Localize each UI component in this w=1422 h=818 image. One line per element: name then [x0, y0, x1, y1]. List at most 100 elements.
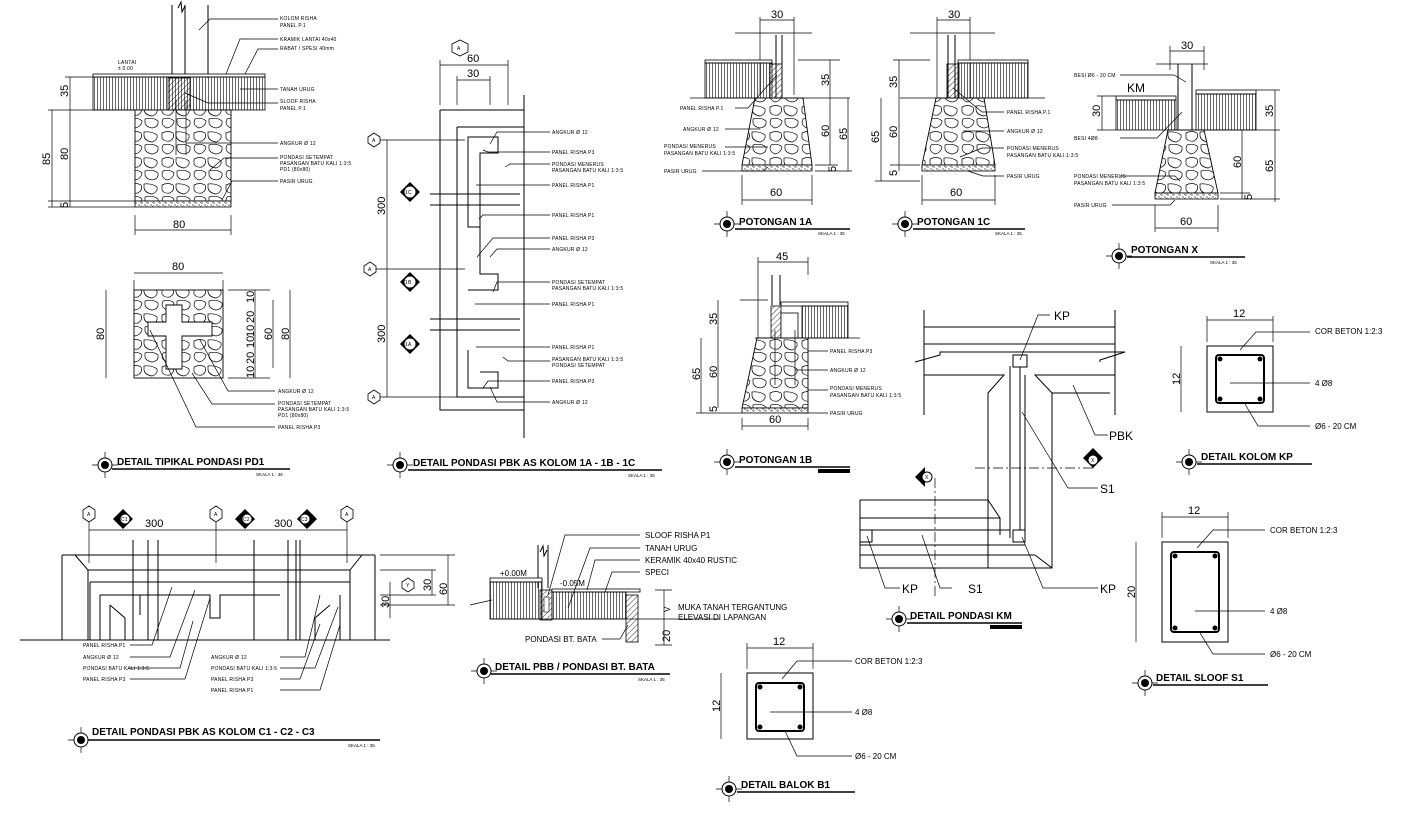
label-angkur: ANGKUR Ø 12 [280, 141, 316, 147]
dim-1b-45: 45 [776, 251, 788, 263]
title-balok-b1: DETAIL BALOK B1 [741, 780, 831, 791]
dim-kp-w: 12 [1233, 308, 1245, 320]
dim-1b-35: 35 [708, 313, 720, 325]
title-marker-icon [892, 211, 918, 237]
pd1-plan-detail: 80 80 10 20 10 10 20 10 60 80 ANGKUR Ø 1… [92, 261, 349, 478]
label-pbb-sloof: SLOOF RISHA P1 [645, 531, 711, 540]
title-marker-icon [714, 449, 740, 475]
dim-pbk-30: 30 [467, 68, 479, 80]
label-pd1-size: PD1 (80x80) [280, 167, 310, 173]
dim-1c-60w: 60 [950, 187, 962, 199]
grid-a-2: A [368, 267, 372, 273]
label-x-besi-48: BESI 4Ø8 [1074, 136, 1098, 142]
dim-1a-30: 30 [771, 9, 783, 21]
label-1a-batu: PASANGAN BATU KALI 1:3:5 [664, 151, 735, 157]
grid-c-a2: A [214, 512, 218, 518]
dim-x-60: 60 [1232, 156, 1244, 168]
section-mark-x-right: X [1091, 458, 1095, 464]
scale-pbk-1a: SKALA 1 : 35 [628, 473, 655, 478]
label-c-right-1: PONDASI BATU KALI 1:3:5 [211, 666, 277, 672]
label-pbk-11: PANEL RISHA P1 [552, 345, 595, 351]
label-kp-d6: Ø6 - 20 CM [1315, 422, 1357, 431]
label-pbk-12: PASANGAN BATU KALI 1:3:5 [552, 357, 623, 363]
label-kramik: KRAMIK LANTAI 40x40 [280, 37, 337, 43]
label-batu-kali: PASANGAN BATU KALI 1:3:5 [280, 161, 351, 167]
title-marker-icon [1176, 449, 1202, 475]
dim-plan-80h: 80 [95, 328, 107, 340]
label-pbk-3: PASANGAN BATU KALI 1:3:5 [552, 168, 623, 174]
label-1a-panel: PANEL RISHA P.1 [680, 106, 724, 112]
label-x-batu: PASANGAN BATU KALI 1:3:5 [1074, 181, 1145, 187]
label-c-left-1: ANGKUR Ø 12 [83, 655, 119, 661]
dim-pbk-60: 60 [467, 53, 479, 65]
scale-pbb: SKALA 1 : 35 [638, 677, 665, 682]
section-mark-1b: 1B [405, 280, 412, 286]
section-mark-x-icon: X X [915, 448, 1103, 487]
label-b1-d6: Ø6 - 20 CM [855, 752, 897, 761]
pd1-section-detail: 35 80 85 5 80 LANTAI ± 0.00 KOLOM RISHA … [41, 0, 351, 235]
dim-1c-60: 60 [888, 126, 900, 138]
label-pbk-5: PANEL RISHA P1 [552, 213, 595, 219]
label-pbk-13: PONDASI SETEMPAT [552, 363, 605, 369]
label-c-right-3: PANEL RISHA P1 [211, 688, 254, 694]
label-b1-4d8: 4 Ø8 [855, 708, 873, 717]
col-mark-c2: C2 [243, 517, 250, 523]
dim-1b-60w: 60 [769, 414, 781, 426]
label-1b-angkur: ANGKUR Ø 12 [830, 368, 866, 374]
label-plan-angkur: ANGKUR Ø 12 [278, 389, 314, 395]
label-muka-tanah-2: ELEVASI DI LAPANGAN [678, 613, 766, 622]
label-km-kp-left: KP [902, 582, 918, 596]
dim-1c-30: 30 [948, 9, 960, 21]
lantai-label: LANTAI [118, 60, 136, 66]
title-pbk-1a-1c: DETAIL PONDASI PBK AS KOLOM 1A - 1B - 1C [413, 458, 635, 469]
grid-c-a1: A [87, 512, 91, 518]
dim-1c-5: 5 [888, 170, 900, 176]
col-mark-c3: C3 [301, 517, 308, 523]
label-1a-angkur: ANGKUR Ø 12 [683, 127, 719, 133]
label-km-s1-bottom: S1 [968, 582, 983, 596]
label-plan-batu: PASANGAN BATU KALI 1:3:5 [278, 407, 349, 413]
dim-plan-80b: 80 [280, 328, 292, 340]
label-muka-tanah-1: MUKA TANAH TERGANTUNG [678, 603, 787, 612]
grid-a-1: A [372, 138, 376, 144]
label-1c-pondasi: PONDASI MENERUS [1007, 146, 1059, 152]
label-1a-pasir: PASIR URUG [664, 169, 697, 175]
title-kolom-kp: DETAIL KOLOM KP [1201, 452, 1293, 463]
dim-x-30: 30 [1181, 40, 1193, 52]
balok-b1-detail: 12 12 COR BETON 1:2:3 4 Ø8 Ø6 - 20 CM DE… [711, 636, 923, 802]
label-s1-4d8: 4 Ø8 [1270, 607, 1288, 616]
dim-1c-35: 35 [888, 76, 900, 88]
label-x-besi-6: BESI Ø6 - 20 CM [1074, 73, 1116, 79]
dim-pbb-20: 20 [661, 630, 673, 642]
section-mark-1a: 1A [405, 342, 412, 348]
grid-marks-top: A A A C1 C2 C3 [82, 505, 354, 529]
dim-x-35: 35 [1264, 105, 1276, 117]
label-plan-pd1: PD1 (80x80) [278, 413, 308, 419]
label-1b-panel: PANEL RISHA P3 [830, 349, 873, 355]
dim-r10a: 10 [245, 291, 257, 303]
label-km-kp-right: KP [1100, 582, 1116, 596]
label-km-s1-right: S1 [1100, 482, 1115, 496]
potongan-x-detail: 30 KM 30 35 60 65 5 60 BESI Ø6 - 20 CM B… [1074, 40, 1280, 269]
label-pbk-6: PANEL RISHA P3 [552, 236, 595, 242]
title-pondasi-km: DETAIL PONDASI KM [910, 611, 1012, 622]
label-pbb-keramik: KERAMIK 40x40 RUSTIC [645, 556, 737, 565]
label-1a-pondasi: PONDASI MENERUS [664, 144, 716, 150]
label-kp-4d8: 4 Ø8 [1315, 379, 1333, 388]
dim-c-span1: 300 [145, 518, 163, 530]
dim-1a-5: 5 [827, 166, 839, 172]
label-1b-pondasi: PONDASI MENERUS [830, 386, 882, 392]
section-mark-1c: 1C [405, 190, 412, 196]
dim-5: 5 [59, 202, 71, 208]
label-pbk-4: PANEL RISHA P1 [552, 183, 595, 189]
label-pbk-8: PONDASI SETEMPAT [552, 280, 605, 286]
dim-x-60w: 60 [1180, 216, 1192, 228]
label-pondasi-bata: PONDASI BT. BATA [525, 635, 597, 644]
title-tipikal-pd1: DETAIL TIPIKAL PONDASI PD1 [117, 457, 265, 468]
label-x-pasir: PASIR URUG [1074, 203, 1107, 209]
label-km-kp-top: KP [1054, 309, 1070, 323]
grid-bubbles-left: A A A 300 300 [363, 132, 465, 405]
label-c-left-0: PANEL RISHA P1 [83, 643, 126, 649]
pondasi-km-detail: X X KP PBK S1 KP S1 KP DETAIL PONDASI KM [859, 309, 1133, 632]
label-x-pondasi: PONDASI MENERUS [1074, 174, 1126, 180]
